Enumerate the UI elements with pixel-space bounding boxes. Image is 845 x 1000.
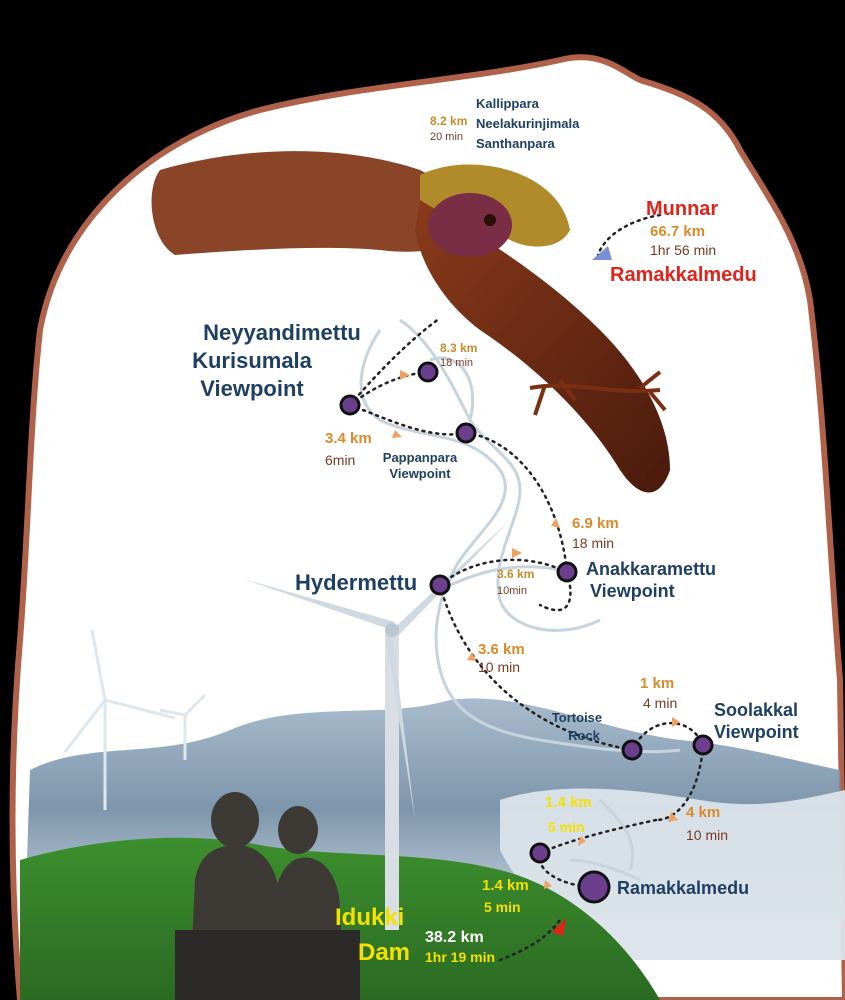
stop-yellow-mid: [529, 842, 551, 864]
stop-anakkaramettu: [556, 561, 578, 583]
stop-soolakkal: [692, 734, 714, 756]
arrow-hyder-anakkara: [512, 548, 522, 558]
hyder-anakkara-time: 10min: [497, 585, 527, 597]
arrow-hyder-south: [467, 652, 476, 661]
arrow-munnar: [592, 246, 612, 260]
munnar-time: 1hr 56 min: [650, 242, 716, 258]
kurisumala-label: Kurisumala: [192, 348, 313, 373]
tortoise-soolakkal-distance: 1 km: [640, 675, 674, 692]
couple-statue: [175, 792, 360, 1000]
route-tortoise-soolakkal: [630, 721, 705, 752]
arrow-tortoise: [672, 717, 680, 727]
kallippara-label: Kallippara: [476, 96, 540, 111]
pappanpara-distance: 3.4 km: [325, 430, 372, 447]
arrow-soolakkal-south: [668, 812, 678, 822]
hornbill-illustration: [151, 151, 670, 493]
route-anakkara-north: [464, 431, 569, 574]
arrow-yellow-upper: [578, 836, 586, 846]
hyder-south-time: 10 min: [478, 659, 520, 675]
route-paths: [348, 213, 705, 962]
stop-tortoise-rock: [621, 739, 643, 761]
kallippara-time: 20 min: [430, 131, 463, 143]
neelakurinjimala-label: Neelakurinjimala: [476, 116, 580, 131]
yellow-upper-time: 5 min: [548, 819, 585, 835]
idukki-label: Idukki: [335, 904, 404, 931]
soolakkal-label: Soolakkal: [714, 700, 798, 720]
arrow-anakkara-north: [551, 518, 560, 528]
route-soolakkal-south: [654, 743, 705, 822]
arrow-idukki: [552, 918, 566, 936]
tortoise-soolakkal-time: 4 min: [643, 695, 677, 711]
route-yellow-upper: [538, 818, 658, 855]
yellow-lower-distance: 1.4 km: [482, 877, 529, 894]
pappanpara-time: 6min: [325, 452, 355, 468]
route-hyder-anakkara: [438, 558, 569, 587]
hyder-anakkara-distance: 3.6 km: [497, 567, 534, 581]
stop-markers: [339, 361, 714, 904]
soolakkal-viewpoint-label: Viewpoint: [714, 722, 799, 742]
stop-ramakkalmedu: [577, 870, 611, 904]
arrow-yellow-lower: [544, 880, 552, 889]
direction-arrows: [392, 246, 680, 936]
soolakkal-south-distance: 4 km: [686, 804, 720, 821]
ramakkalmedu-top-label: Ramakkalmedu: [610, 264, 757, 286]
route-idukki: [498, 918, 562, 962]
idukki-distance: 38.2 km: [425, 929, 484, 946]
route-yellow-lower: [538, 851, 593, 889]
hydermettu-label: Hydermettu: [295, 570, 417, 595]
anakkara-north-distance: 6.9 km: [572, 515, 619, 532]
branch: [529, 370, 667, 416]
santhanpara-label: Santhanpara: [476, 136, 556, 151]
anakkaramettu-viewpoint-label: Viewpoint: [590, 581, 675, 601]
pappanpara-viewpoint-label: Viewpoint: [389, 466, 451, 481]
munnar-label: Munnar: [646, 198, 718, 220]
yellow-lower-time: 5 min: [484, 899, 521, 915]
stop-pappanpara: [455, 422, 477, 444]
hyder-south-distance: 3.6 km: [478, 641, 525, 658]
route-pappanpara: [348, 403, 468, 436]
neyyandi-loop-time: 18 min: [440, 357, 473, 369]
small-wind-turbines: [63, 629, 207, 810]
ramakkalmedu-label: Ramakkalmedu: [617, 878, 749, 898]
route-neyyandi-top: [348, 316, 442, 407]
neyyandi-loop-distance: 8.3 km: [440, 341, 477, 355]
stop-hydermettu: [429, 574, 451, 596]
anakkara-north-time: 18 min: [572, 535, 614, 551]
neyyandimettu-label: Neyyandimettu: [203, 320, 361, 345]
stop-neyyandi: [339, 394, 361, 416]
pappanpara-label: Pappanpara: [383, 450, 458, 465]
arrow-neyyandi: [400, 370, 410, 380]
yellow-upper-distance: 1.4 km: [545, 794, 592, 811]
idukki-time: 1hr 19 min: [425, 949, 495, 965]
route-hyder-south: [438, 583, 634, 752]
viewpoint-label: Viewpoint: [200, 376, 304, 401]
dam-label: Dam: [358, 939, 410, 966]
tortoise-label: Tortoise: [552, 710, 602, 725]
arrow-pappanpara: [392, 430, 402, 438]
stop-neyyandi-loop: [417, 361, 439, 383]
soolakkal-south-time: 10 min: [686, 827, 728, 843]
route-munnar: [596, 213, 662, 257]
kallippara-distance: 8.2 km: [430, 114, 467, 128]
rock-label: Rock: [568, 728, 601, 743]
anakkaramettu-label: Anakkaramettu: [586, 559, 716, 579]
munnar-distance: 66.7 km: [650, 223, 705, 240]
